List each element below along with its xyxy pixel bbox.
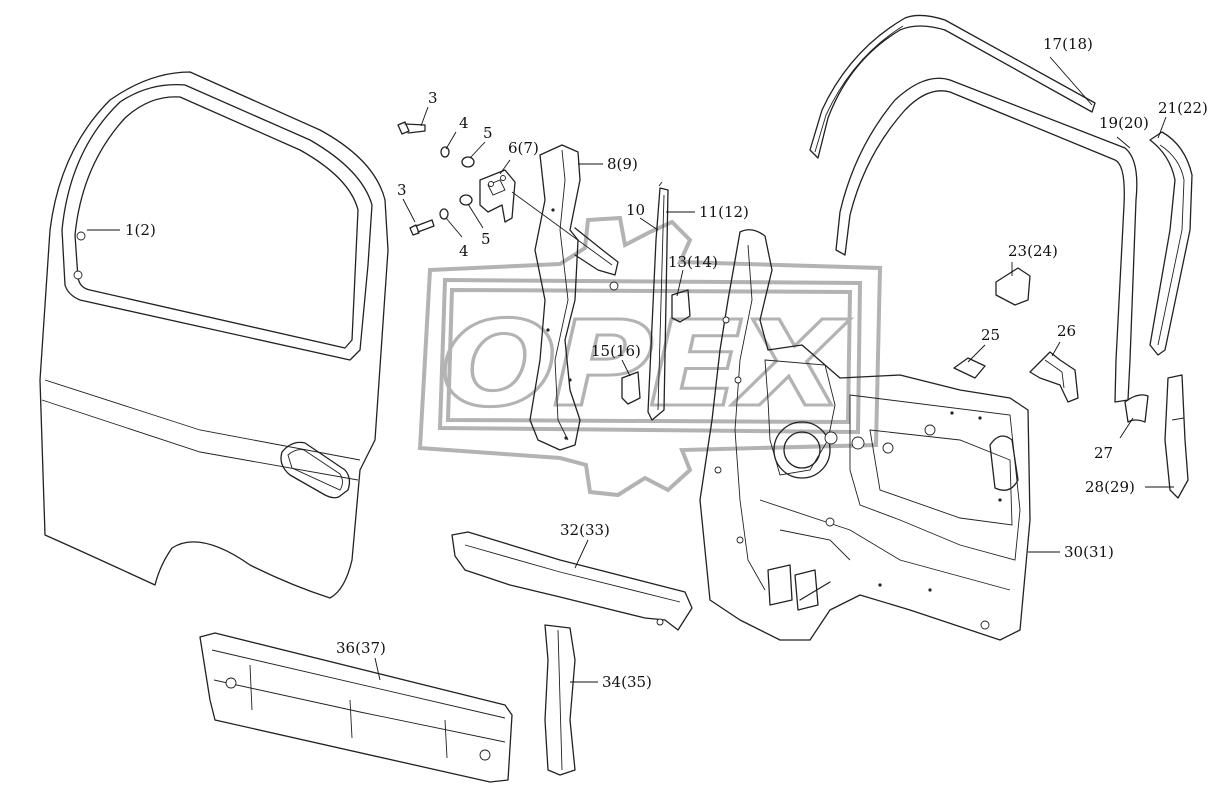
callout-13: 13(14) bbox=[668, 253, 718, 271]
callout-3a: 3 bbox=[428, 89, 438, 107]
callout-17: 17(18) bbox=[1043, 35, 1093, 53]
door-inner-panel bbox=[699, 229, 1031, 641]
callout-21: 21(22) bbox=[1158, 99, 1208, 117]
hinge-fasteners bbox=[397, 121, 613, 266]
door-weatherstrips bbox=[809, 14, 1193, 403]
glass-run-channel bbox=[647, 181, 669, 421]
watermark-logo: OPEX bbox=[417, 215, 883, 498]
sill-reinforcements bbox=[199, 531, 693, 783]
callout-19: 19(20) bbox=[1099, 114, 1149, 132]
hinge-pillar bbox=[529, 144, 619, 451]
door-brackets bbox=[621, 289, 691, 405]
callout-34: 34(35) bbox=[602, 673, 652, 691]
callout-8: 8(9) bbox=[607, 155, 638, 173]
callout-4b: 4 bbox=[459, 242, 469, 260]
callout-30: 30(31) bbox=[1064, 543, 1114, 561]
callout-15: 15(16) bbox=[591, 342, 641, 360]
callout-3b: 3 bbox=[397, 181, 407, 199]
leader-lines bbox=[87, 56, 1174, 683]
callout-28: 28(29) bbox=[1085, 478, 1135, 496]
callout-23: 23(24) bbox=[1008, 242, 1058, 260]
callout-1: 1(2) bbox=[125, 221, 156, 239]
callout-26: 26 bbox=[1057, 322, 1076, 340]
callout-36: 36(37) bbox=[336, 639, 386, 657]
callout-25: 25 bbox=[981, 326, 1000, 344]
callout-32: 32(33) bbox=[560, 521, 610, 539]
callout-5a: 5 bbox=[483, 124, 493, 142]
callout-27: 27 bbox=[1094, 444, 1113, 462]
callout-11: 11(12) bbox=[699, 203, 749, 221]
callout-10: 10 bbox=[626, 201, 645, 219]
small-door-parts bbox=[953, 267, 1189, 499]
callout-labels: 1(2) 3 4 5 6(7) 3 4 5 8(9) 10 11(12) 13(… bbox=[125, 35, 1208, 691]
watermark-text: OPEX bbox=[440, 295, 851, 433]
callout-4a: 4 bbox=[459, 114, 469, 132]
callout-5b: 5 bbox=[481, 230, 491, 248]
door-outer-panel bbox=[39, 71, 389, 599]
callout-6: 6(7) bbox=[508, 139, 539, 157]
